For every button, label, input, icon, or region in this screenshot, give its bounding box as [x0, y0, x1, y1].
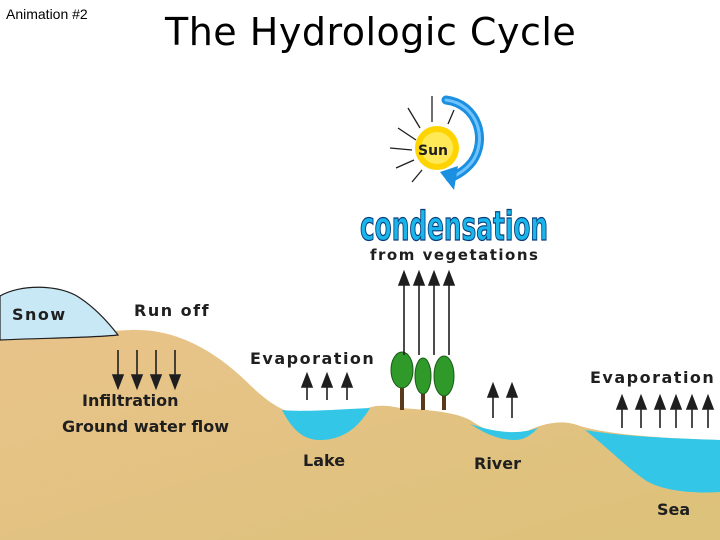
sea-label: Sea [657, 500, 690, 519]
evaporation-left-label: Evaporation [250, 349, 375, 368]
vegetation-caption: from vegetations [370, 246, 539, 264]
cycle-arrow [440, 95, 484, 190]
ground-water-flow-label: Ground water flow [62, 417, 229, 436]
infiltration-label: Infiltration [82, 391, 179, 410]
snow-cap [0, 286, 120, 341]
evaporation-sea-arrows [615, 393, 715, 428]
evaporation-river-arrows [486, 381, 519, 418]
river-label: River [474, 454, 521, 473]
transpiration-arrows [397, 269, 456, 355]
animation-label: Animation #2 [6, 6, 88, 22]
land [0, 329, 720, 540]
lake-water [282, 408, 370, 440]
sea-water [585, 430, 720, 493]
condensation-label: condensation [360, 204, 548, 250]
trees [390, 351, 455, 410]
sun-label: Sun [418, 143, 448, 159]
run-off-label: Run off [134, 301, 210, 320]
sun [389, 96, 459, 183]
snow-label: Snow [12, 305, 67, 324]
slide-title: The Hydrologic Cycle [165, 10, 577, 54]
evaporation-lake-arrows [300, 371, 354, 400]
river-water [470, 424, 538, 440]
evaporation-right-label: Evaporation [590, 368, 715, 387]
infiltration-arrows [111, 350, 182, 391]
lake-label: Lake [303, 451, 345, 470]
